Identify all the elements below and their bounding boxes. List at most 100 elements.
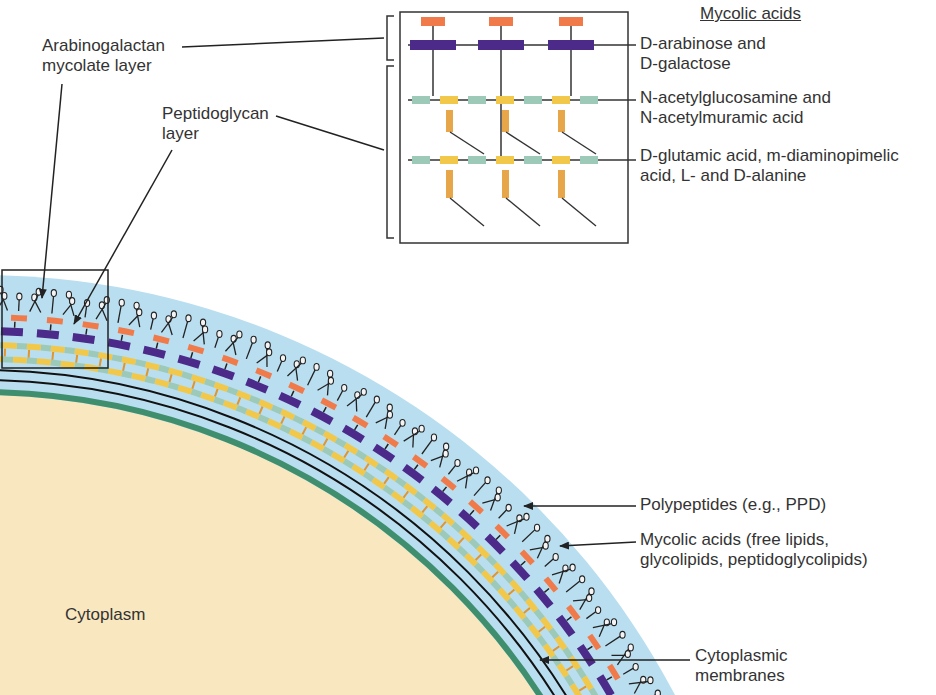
lipid-tail [404, 431, 420, 441]
lipid-head [186, 315, 191, 322]
lipid-tail [366, 402, 375, 417]
muramic-unit [440, 156, 458, 164]
lipid-tail [522, 529, 535, 541]
arabinogalactan-link [0, 324, 716, 695]
lipid-tail [629, 682, 648, 684]
lipid-head [620, 631, 625, 638]
lipid-head [237, 331, 242, 338]
lipid-tail [457, 472, 474, 481]
peptidoglycan-units [412, 96, 598, 226]
glucosamine-unit [468, 96, 486, 104]
callout-label: Polypeptides (e.g., PPD) [640, 495, 826, 515]
lipid-tail [318, 383, 330, 390]
lipid-head [66, 291, 71, 298]
region-label: Cytoplasm [65, 605, 145, 625]
lipid-tail [129, 315, 139, 325]
lipid-head [485, 477, 490, 484]
lipid-tail [482, 499, 496, 503]
lipid-tail [118, 305, 121, 323]
lipid-tail [474, 482, 486, 496]
lipid-head [202, 326, 207, 333]
lipid-tail [376, 417, 389, 423]
lipid-head [633, 663, 638, 670]
lipid-tail [586, 612, 596, 619]
peptide-bridge [450, 132, 484, 154]
peptide-stem [502, 170, 509, 198]
component-label: D-arabinose and D-galactose [640, 34, 780, 75]
lipid-tail [623, 668, 633, 674]
lipid-tail [422, 439, 433, 454]
lipid-head [217, 331, 222, 338]
mycolate-row [0, 317, 723, 695]
glucosamine-unit [412, 156, 430, 164]
lipid-tail [183, 321, 188, 338]
arabinogalactan-blocks [410, 40, 594, 50]
peptide-stem [446, 110, 453, 132]
glucosamine-unit [468, 156, 486, 164]
lipid-tail [347, 394, 362, 406]
lipid-tail [257, 355, 268, 363]
lipid-tail [96, 302, 106, 319]
lipid-tail [394, 425, 401, 435]
lipid-head [361, 388, 366, 395]
peptidoglycan-row [0, 359, 681, 695]
lipid-head [36, 288, 41, 295]
lipid-head [589, 588, 594, 595]
lipid-head [545, 535, 550, 542]
inset-frame [400, 12, 628, 243]
lipid-head [119, 299, 124, 306]
lipid-tail [85, 306, 87, 318]
lipid-head [596, 607, 601, 614]
peptide-bridge [450, 198, 484, 226]
lipid-tail [573, 600, 587, 601]
lipid-tail [499, 510, 507, 519]
lipid-head [200, 319, 205, 326]
peptide-bridge [506, 132, 540, 154]
lipid-head [444, 443, 449, 450]
lipid-head [580, 576, 585, 583]
peptide-stem [558, 110, 565, 132]
lipid-tail [161, 317, 173, 333]
lipid-head [534, 524, 539, 531]
lipid-head [506, 504, 511, 511]
lipid-head [648, 677, 653, 684]
layer-bracket [387, 16, 394, 238]
lipid-tail [337, 390, 343, 401]
lipid-tail [431, 456, 444, 461]
callout-label: Cytoplasmic membranes [695, 646, 845, 687]
lipid-head [495, 494, 500, 501]
lipid-head [342, 384, 347, 391]
lipid-head [455, 460, 460, 467]
peptide-stem [558, 170, 565, 198]
lipid-head [496, 487, 501, 494]
arabinogalactan-row [0, 331, 709, 695]
lipid-head [134, 302, 139, 309]
lipid-head [151, 312, 156, 319]
peptide-bridge [506, 198, 540, 226]
peptidoglycan-row [0, 345, 695, 695]
muramic-unit [552, 96, 570, 104]
lipid-tail [552, 569, 571, 575]
lipid-head [628, 644, 633, 651]
lipid-head [17, 293, 22, 300]
glucosamine-unit [580, 156, 598, 164]
lipid-head [328, 377, 333, 384]
lipid-tail [308, 369, 316, 385]
callout-label: Mycolic acids (free lipids, glycolipids,… [640, 530, 905, 571]
lipid-head [265, 342, 270, 349]
peptide-stem [502, 110, 509, 132]
muramic-unit [552, 156, 570, 164]
lipid-tail [63, 304, 72, 315]
lipid-head [51, 290, 56, 297]
peptidoglycan-row [0, 359, 681, 695]
peptide-stem [446, 170, 453, 198]
lipid-head [374, 396, 379, 403]
lipid-tail [215, 336, 219, 347]
lipid-head [587, 595, 592, 602]
lipid-head [543, 542, 548, 549]
lipid-head [553, 554, 558, 561]
lipid-head [570, 564, 575, 571]
leader-lines [42, 38, 690, 660]
lipid-head [251, 336, 256, 343]
lipid-head [625, 651, 630, 658]
